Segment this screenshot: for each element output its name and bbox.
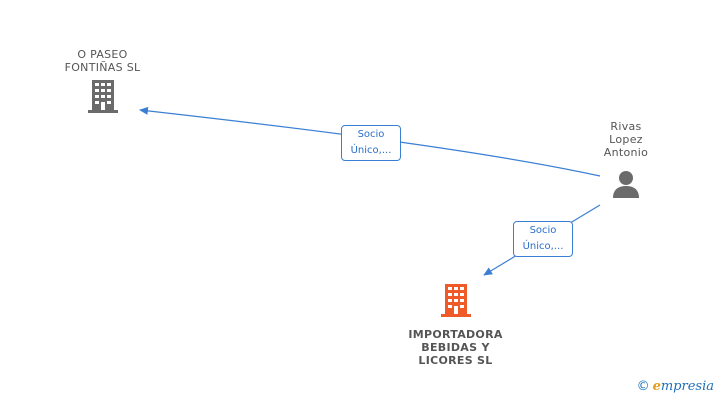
edge-label-socio-unico[interactable]: Socio Único,...	[513, 221, 573, 257]
edge-label-socio-unico[interactable]: Socio Único,...	[341, 125, 401, 161]
person-name-line1: Rivas	[610, 120, 642, 133]
company-name-line2: FONTIÑAS SL	[64, 61, 141, 74]
edge-label-line1: Socio	[529, 225, 557, 236]
edge-label-line2: Único,...	[350, 145, 392, 156]
building-icon	[87, 80, 118, 113]
company-name-line2: BEBIDAS Y	[421, 341, 490, 354]
edge-label-line2: Único,...	[522, 241, 564, 252]
company-name-line1: IMPORTADORA	[408, 328, 503, 341]
company-name-line1: O PASEO	[77, 48, 128, 61]
person-name-line2: Lopez	[609, 133, 643, 146]
building-icon	[440, 284, 471, 317]
node-person-rivas-lopez-antonio[interactable]: Rivas Lopez Antonio	[590, 120, 662, 203]
person-name-line3: Antonio	[603, 146, 649, 159]
node-company-importadora[interactable]: IMPORTADORA BEBIDAS Y LICORES SL	[398, 282, 513, 367]
person-icon	[613, 171, 639, 198]
brand-name: mpresia	[660, 379, 714, 394]
company-name-line3: LICORES SL	[418, 354, 493, 367]
copyright-symbol: ©	[636, 379, 650, 394]
edge-label-line1: Socio	[357, 129, 385, 140]
brand-initial: e	[652, 379, 661, 394]
empresia-watermark: ©empresia	[637, 379, 714, 394]
node-company-o-paseo[interactable]: O PASEO FONTIÑAS SL	[50, 48, 155, 118]
